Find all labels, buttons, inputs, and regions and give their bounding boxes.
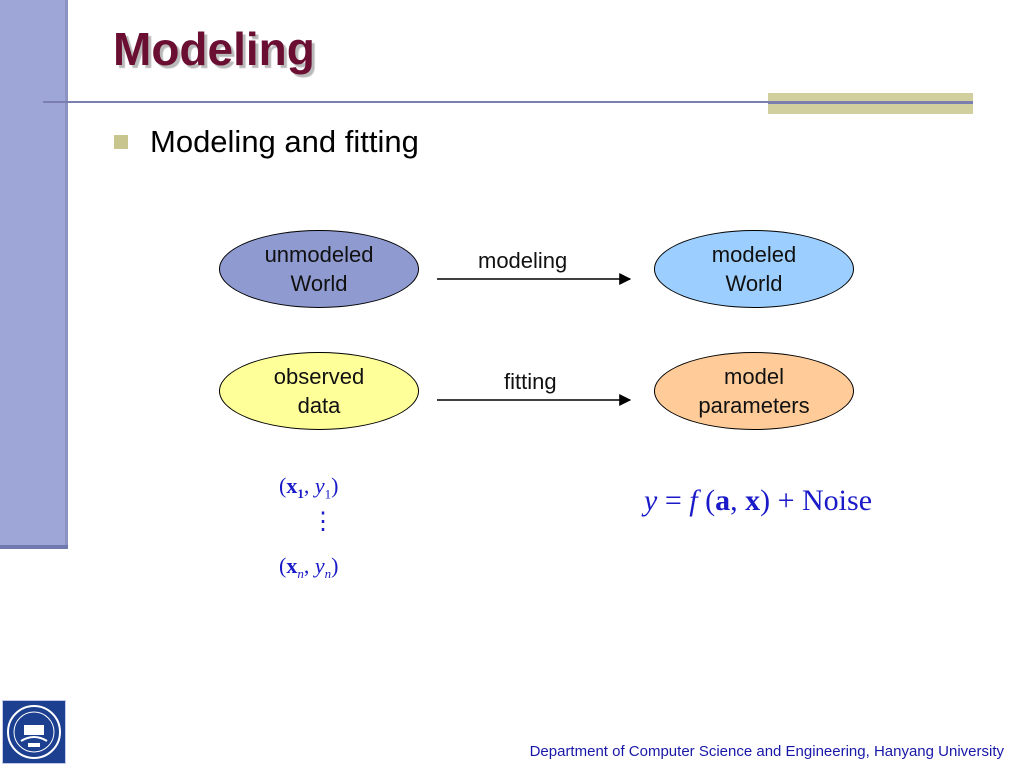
node-line2: World (290, 271, 348, 296)
node-line1: observed (273, 364, 365, 389)
node-line1: model (724, 364, 784, 389)
node-line2: parameters (698, 393, 810, 418)
data-point-ellipsis: ⋮ (311, 509, 335, 535)
left-band-bottom-edge (0, 545, 68, 549)
model-equation: y = f (a, x) + Noise (644, 484, 873, 517)
footer-department: Department of Computer Science and Engin… (529, 743, 1004, 760)
bullet-text: Modeling and fitting (150, 124, 419, 159)
node-model-parameters: model parameters (654, 352, 854, 430)
title-rule-accent-line (768, 101, 973, 104)
slide-title: Modeling (113, 23, 315, 75)
node-line2: data (297, 393, 341, 418)
node-line2: World (725, 271, 783, 296)
fitting-arrow-label: fitting (504, 369, 557, 394)
modeling-arrow-label: modeling (478, 248, 568, 273)
left-decorative-band (0, 0, 68, 548)
node-unmodeled-world: unmodeled World (219, 230, 419, 308)
node-observed-data: observed data (219, 352, 419, 430)
bullet-item: Modeling and fitting (114, 124, 419, 160)
title-rule (43, 101, 973, 103)
data-point-last: (xn, yn) (279, 553, 339, 582)
data-point-first: (x1, y1) (279, 473, 339, 502)
node-modeled-world: modeled World (654, 230, 854, 308)
university-seal-icon (2, 700, 66, 764)
node-line1: modeled (711, 242, 797, 267)
node-line1: unmodeled (264, 242, 374, 267)
square-bullet-icon (114, 135, 128, 149)
